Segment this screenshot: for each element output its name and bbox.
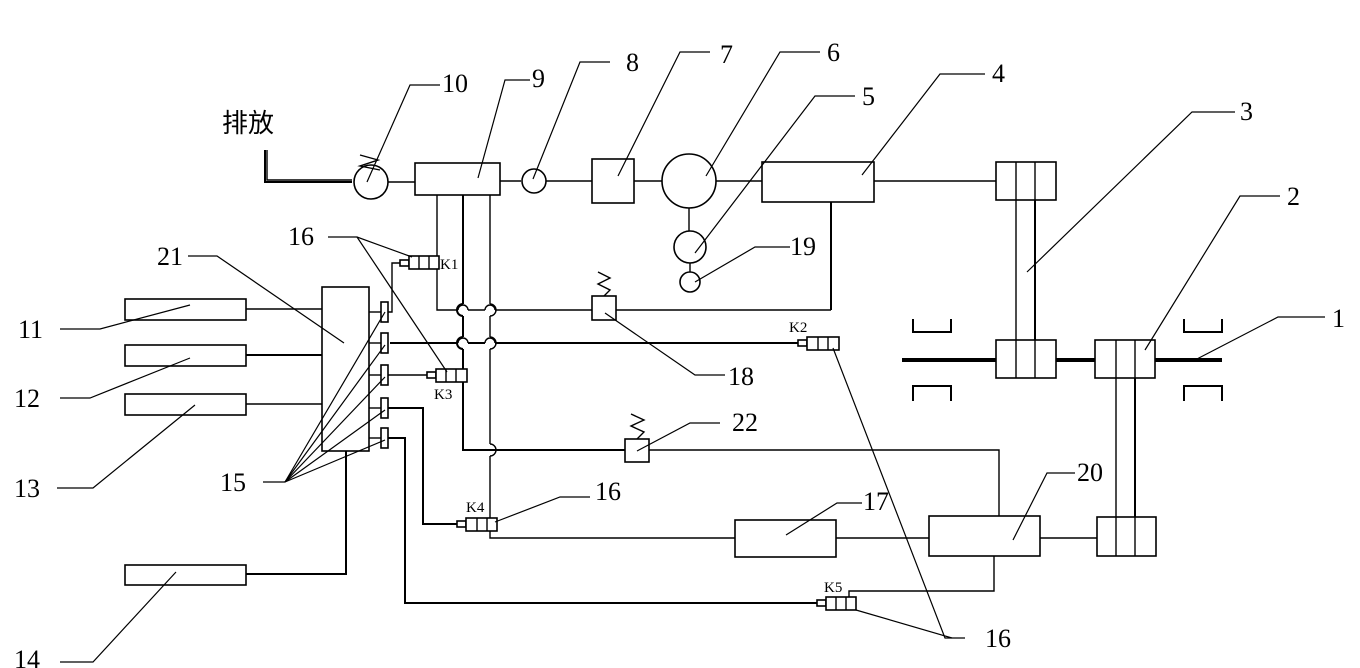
label-10: 10 bbox=[442, 69, 468, 98]
label-9: 9 bbox=[532, 64, 545, 93]
label-5: 5 bbox=[862, 82, 875, 111]
solenoid-valve-k2: K2 bbox=[789, 320, 840, 351]
label-21: 21 bbox=[157, 242, 183, 271]
label-18: 18 bbox=[728, 362, 754, 391]
gear-2 bbox=[1094, 339, 1156, 517]
component-7 bbox=[591, 158, 635, 204]
label-13: 13 bbox=[14, 474, 40, 503]
sensor-14 bbox=[124, 564, 247, 586]
relief-valve-18 bbox=[591, 271, 831, 321]
check-valve-10 bbox=[353, 154, 415, 200]
component-9 bbox=[414, 162, 501, 196]
label-16-bottom: 16 bbox=[985, 624, 1011, 653]
discharge-outlet: 排放 bbox=[222, 109, 352, 183]
label-4: 4 bbox=[992, 59, 1005, 88]
component-4 bbox=[761, 161, 875, 203]
label-3: 3 bbox=[1240, 97, 1253, 126]
relief-valve-22 bbox=[624, 413, 1000, 516]
valve-label-k3: K3 bbox=[434, 387, 452, 403]
label-1: 1 bbox=[1332, 304, 1345, 333]
label-22: 22 bbox=[732, 408, 758, 437]
label-6: 6 bbox=[827, 38, 840, 67]
gear-on-shaft-3 bbox=[995, 339, 1057, 379]
valve-label-k4: K4 bbox=[466, 500, 485, 516]
sensor-13 bbox=[124, 393, 247, 416]
component-5 bbox=[673, 230, 707, 264]
label-16-top: 16 bbox=[288, 222, 314, 251]
label-2: 2 bbox=[1287, 182, 1300, 211]
label-7: 7 bbox=[720, 40, 733, 69]
valve-label-k2: K2 bbox=[789, 320, 807, 336]
leader-lines bbox=[57, 51, 1325, 663]
component-20 bbox=[928, 515, 1041, 557]
component-19 bbox=[679, 271, 701, 293]
gear-set-upper bbox=[995, 161, 1057, 341]
gear-set-lower bbox=[1096, 516, 1157, 557]
label-16-k4: 16 bbox=[595, 477, 621, 506]
component-17 bbox=[734, 519, 837, 558]
valve-label-k1: K1 bbox=[440, 257, 458, 273]
solenoid-valve-k4: K4 bbox=[456, 500, 498, 532]
valve-label-k5: K5 bbox=[824, 580, 842, 596]
discharge-label: 排放 bbox=[222, 109, 274, 139]
solenoid-valve-k1: K1 bbox=[399, 255, 458, 273]
component-6 bbox=[661, 153, 717, 209]
component-8 bbox=[521, 168, 547, 194]
solenoid-valve-k3: K3 bbox=[426, 368, 468, 403]
controller-21 bbox=[321, 286, 370, 452]
sensor-12 bbox=[124, 344, 247, 367]
label-17: 17 bbox=[863, 487, 889, 516]
solenoid-valve-k5: K5 bbox=[816, 556, 995, 611]
bearings bbox=[912, 319, 1223, 401]
label-15: 15 bbox=[220, 468, 246, 497]
label-20: 20 bbox=[1077, 458, 1103, 487]
label-19: 19 bbox=[790, 232, 816, 261]
label-12: 12 bbox=[14, 384, 40, 413]
sensor-11 bbox=[124, 298, 247, 321]
label-14: 14 bbox=[14, 645, 40, 668]
label-11: 11 bbox=[18, 315, 43, 344]
label-8: 8 bbox=[626, 48, 639, 77]
